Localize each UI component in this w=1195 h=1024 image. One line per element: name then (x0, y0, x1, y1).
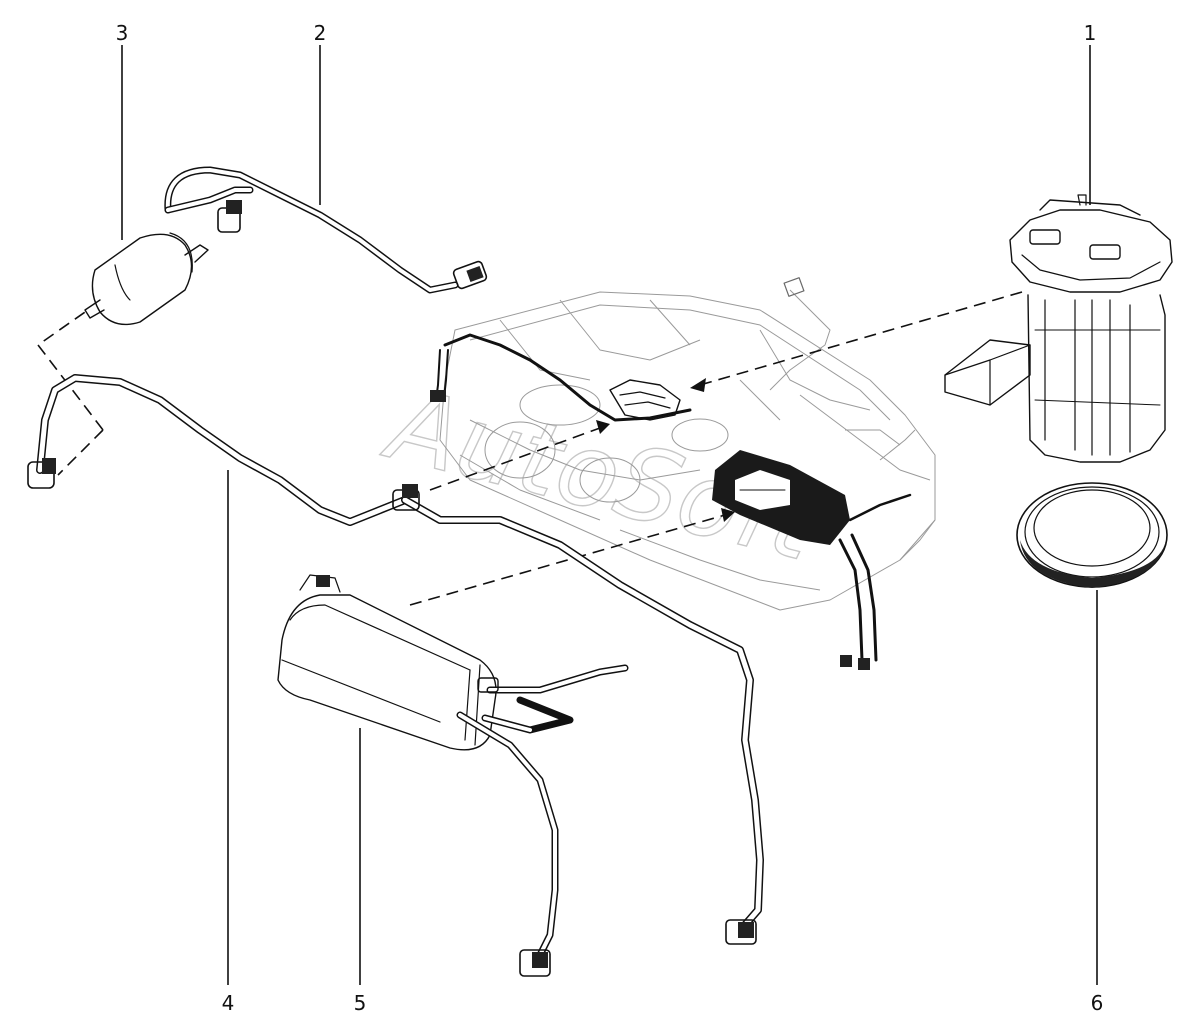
callout-labels: 1 2 3 4 5 6 (116, 21, 1104, 1015)
callout-1: 1 (1084, 21, 1097, 45)
vehicle-connector-left (430, 390, 446, 402)
leader-lines (121, 45, 1098, 985)
part-2-fuel-line (164, 166, 488, 294)
part-6-seal-ring (1016, 482, 1168, 588)
part-3-fuel-filter (84, 232, 209, 326)
part-1-fuel-pump-module (944, 194, 1173, 463)
callout-2: 2 (314, 21, 327, 45)
vehicle-canister (712, 450, 850, 545)
vehicle-connector-bottom-b (858, 658, 870, 670)
callout-3: 3 (116, 21, 129, 45)
vehicle-fuel-lines (430, 333, 912, 670)
part-4-main-fuel-line (27, 374, 764, 945)
callout-4: 4 (222, 991, 235, 1015)
vehicle-connector-bottom-a (840, 655, 852, 667)
callout-5: 5 (354, 991, 367, 1015)
vehicle-body-outline (439, 277, 936, 611)
part-5-charcoal-canister (277, 574, 629, 977)
assembly-lines (36, 291, 1023, 606)
callout-6: 6 (1091, 991, 1104, 1015)
